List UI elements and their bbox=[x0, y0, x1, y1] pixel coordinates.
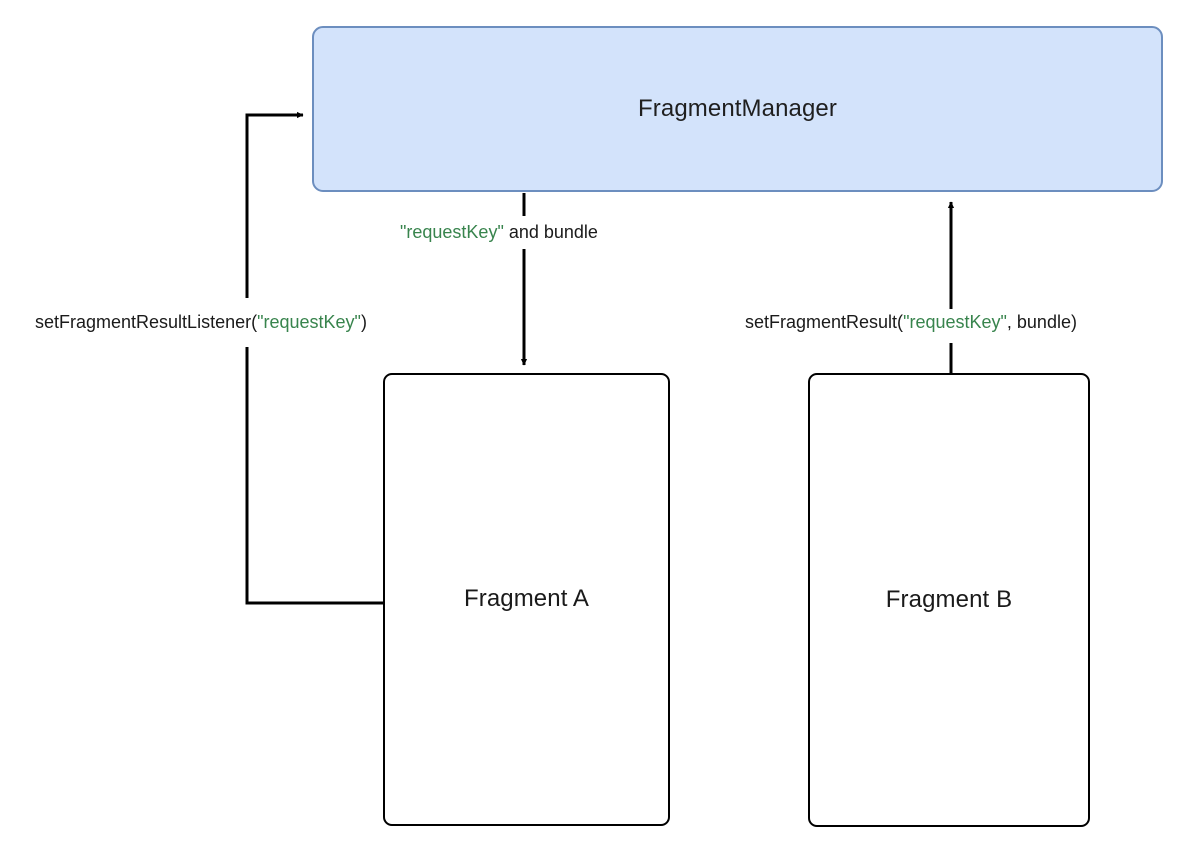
node-fragment-manager[interactable]: FragmentManager bbox=[312, 26, 1163, 192]
edge-label-listener-suffix: ) bbox=[360, 312, 367, 332]
edge-fragment-a-to-manager bbox=[245, 111, 383, 605]
node-fragment-manager-label: FragmentManager bbox=[638, 94, 837, 122]
edge-label-set-fragment-result-listener: setFragmentResultListener("requestKey") bbox=[31, 311, 371, 334]
node-fragment-a[interactable]: Fragment A bbox=[383, 373, 670, 826]
edge-label-manager-to-fragment-a: "requestKey" and bundle bbox=[396, 221, 602, 244]
edge-label-and-bundle: and bundle bbox=[503, 222, 598, 242]
node-fragment-b[interactable]: Fragment B bbox=[808, 373, 1090, 827]
edge-label-setresult-prefix: setFragmentResult( bbox=[745, 312, 904, 332]
edge-label-setresult-suffix: , bundle) bbox=[1006, 312, 1077, 332]
node-fragment-a-label: Fragment A bbox=[463, 585, 590, 613]
edge-label-listener-request-key: "requestKey" bbox=[257, 312, 361, 332]
node-fragment-b-label: Fragment B bbox=[885, 585, 1013, 613]
edge-label-request-key: "requestKey" bbox=[400, 222, 504, 242]
edge-label-listener-prefix: setFragmentResultListener( bbox=[35, 312, 258, 332]
edge-label-set-fragment-result: setFragmentResult("requestKey", bundle) bbox=[741, 311, 1081, 334]
edge-label-setresult-request-key: "requestKey" bbox=[903, 312, 1007, 332]
